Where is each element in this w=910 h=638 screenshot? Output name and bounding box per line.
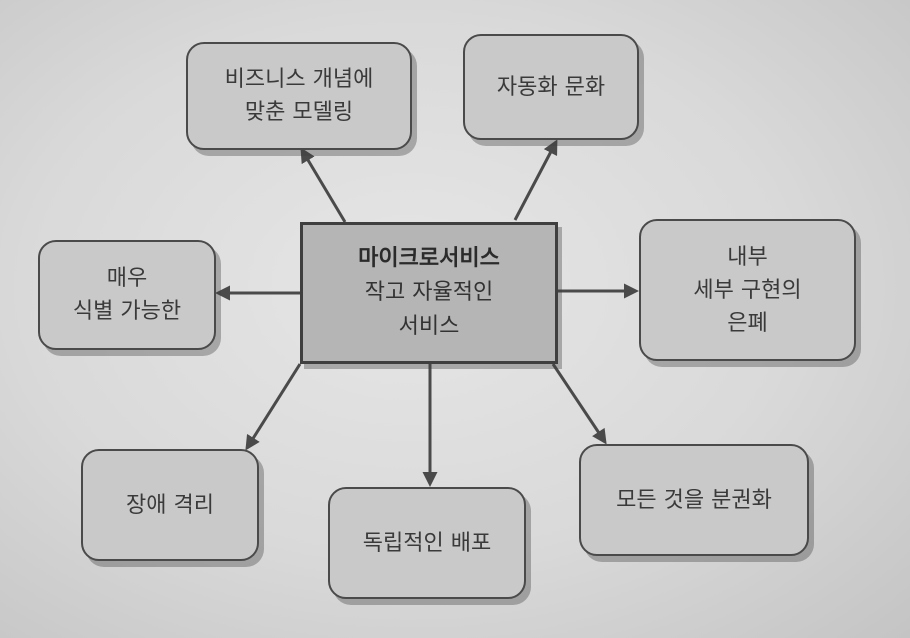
- center-subtitle-line2: 서비스: [398, 314, 460, 340]
- center-title: 마이크로서비스: [358, 245, 500, 271]
- node-hide-internals: 내부 세부 구현의 은폐: [639, 219, 856, 361]
- node-failure-isolation: 장애 격리: [81, 449, 259, 561]
- arrow-to-decentralize: [551, 363, 607, 445]
- arrow-to-automation-culture: [513, 139, 558, 221]
- node-failure-isolation-label: 장애 격리: [126, 492, 214, 518]
- node-hide-internals-label: 내부 세부 구현의 은폐: [693, 244, 802, 336]
- node-business-modeling: 비즈니스 개념에 맞춘 모델링: [186, 42, 412, 150]
- node-highly-observable: 매우 식별 가능한: [38, 240, 216, 350]
- node-automation-culture-label: 자동화 문화: [496, 74, 606, 100]
- center-node-microservices: 마이크로서비스 작고 자율적인 서비스: [300, 222, 558, 364]
- arrow-to-failure-isolation: [245, 363, 302, 451]
- node-highly-observable-label: 매우 식별 가능한: [72, 266, 182, 324]
- node-automation-culture: 자동화 문화: [463, 34, 639, 140]
- node-independent-deploy-label: 독립적인 배포: [362, 530, 492, 556]
- node-decentralize: 모든 것을 분권화: [579, 444, 809, 556]
- node-business-modeling-label: 비즈니스 개념에 맞춘 모델링: [224, 67, 374, 125]
- arrow-to-business-modeling: [300, 147, 347, 223]
- node-independent-deploy: 독립적인 배포: [328, 487, 526, 599]
- center-subtitle-line1: 작고 자율적인: [364, 279, 494, 305]
- node-decentralize-label: 모든 것을 분권화: [616, 487, 772, 513]
